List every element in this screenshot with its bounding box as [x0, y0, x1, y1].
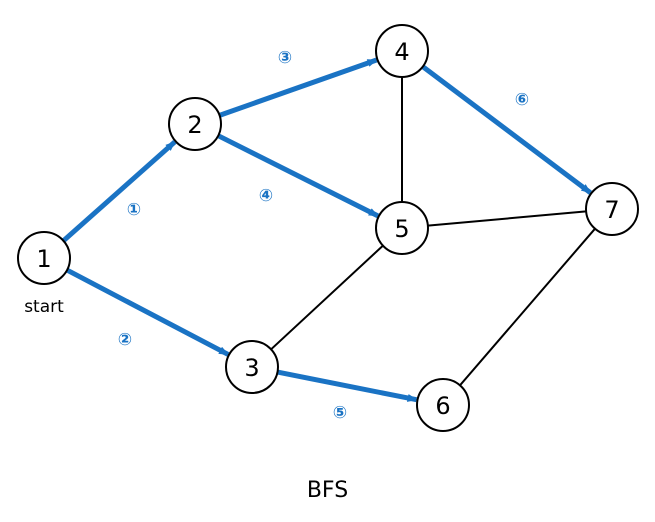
order-label-3-6: ⑤ — [333, 403, 347, 423]
node-4: 4 — [375, 24, 429, 78]
node-circle-7 — [585, 182, 639, 236]
node-3: 3 — [225, 340, 279, 394]
node-label-7: 7 — [604, 196, 619, 224]
node-1: 1 — [17, 231, 71, 285]
edge-5-3 — [270, 244, 384, 351]
order-label-4-7: ⑥ — [515, 90, 529, 110]
node-circle-1 — [17, 231, 71, 285]
traversal-edge-3-6 — [277, 369, 418, 403]
node-circle-3 — [225, 340, 279, 394]
traversal-edge-1-2 — [61, 140, 177, 243]
node-label-6: 6 — [435, 392, 450, 420]
traversal-edge-4-7 — [421, 64, 592, 195]
traversal-edge-2-4 — [218, 57, 378, 118]
node-circle-6 — [416, 378, 470, 432]
node-6: 6 — [416, 378, 470, 432]
diagram-caption: BFS — [306, 478, 349, 503]
node-label-3: 3 — [244, 354, 259, 382]
start-label: start — [24, 297, 64, 317]
node-5: 5 — [375, 201, 429, 255]
node-label-1: 1 — [36, 245, 51, 273]
node-circle-5 — [375, 201, 429, 255]
node-label-5: 5 — [394, 215, 409, 243]
edge-7-6 — [459, 228, 596, 386]
node-circle-4 — [375, 24, 429, 78]
order-label-1-3: ② — [118, 330, 132, 350]
node-2: 2 — [168, 97, 222, 151]
traversal-edge-2-5 — [217, 133, 379, 219]
traversal-edge-1-3 — [65, 267, 230, 357]
order-label-2-5: ④ — [259, 186, 273, 206]
node-label-4: 4 — [394, 38, 409, 66]
edge-5-7 — [427, 210, 587, 227]
node-circle-2 — [168, 97, 222, 151]
order-label-2-4: ③ — [278, 48, 292, 68]
node-label-2: 2 — [187, 111, 202, 139]
order-label-1-2: ① — [127, 200, 141, 220]
node-7: 7 — [585, 182, 639, 236]
